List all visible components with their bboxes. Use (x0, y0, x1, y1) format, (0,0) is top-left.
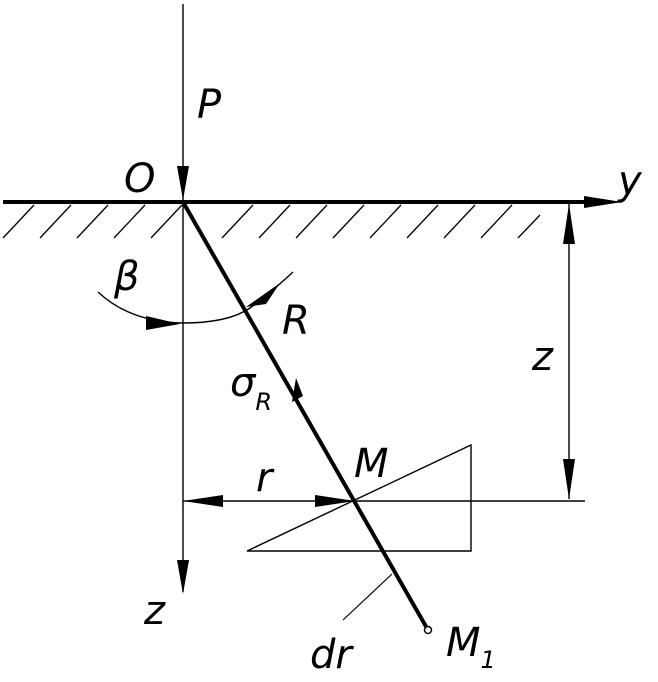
end-point-subscript: 1 (481, 646, 496, 674)
origin-label: O (124, 156, 155, 202)
force-arrow-head (177, 166, 189, 200)
dr-label: dr (310, 632, 354, 678)
force-label: P (197, 82, 222, 128)
angle-arrow-head (146, 316, 180, 330)
r-arrow-right (315, 495, 355, 507)
z-axis-label: z (143, 588, 166, 634)
stress-triangle (246, 443, 472, 552)
end-point-dot (423, 625, 433, 635)
ground-hatching (2, 204, 541, 239)
z-arrow-bottom (563, 459, 575, 499)
radius-vector-label: R (282, 298, 310, 344)
stress-label: σR (230, 360, 272, 416)
depth-label: z (531, 334, 554, 380)
y-axis-label: y (617, 158, 643, 204)
angle-arrow-head-right (246, 283, 280, 307)
point-m-label: M (354, 441, 389, 487)
stress-arrow-head (292, 378, 303, 402)
end-point-label: M1 (446, 620, 496, 674)
stress-subscript: R (255, 388, 272, 416)
radius-line (181, 201, 430, 631)
z-axis-arrow-head (177, 560, 189, 594)
y-axis-arrow-head (584, 196, 622, 208)
z-arrow-top (563, 204, 575, 244)
end-point-symbol: M (446, 620, 481, 666)
r-arrow-left (183, 495, 223, 507)
r-label: r (256, 455, 275, 501)
angle-label: β (113, 254, 140, 300)
stress-symbol: σ (230, 360, 257, 406)
dr-leader (342, 573, 393, 621)
